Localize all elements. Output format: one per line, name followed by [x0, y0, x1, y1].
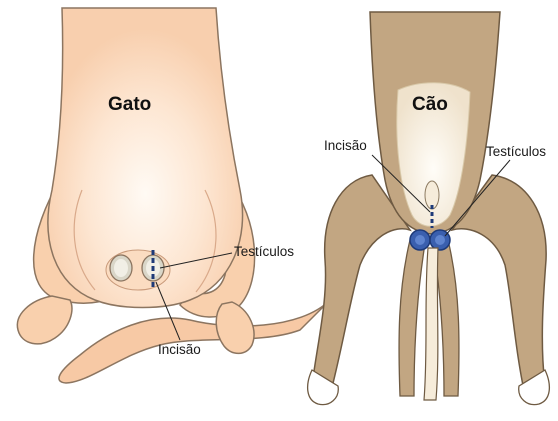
cat-incision-label: Incisão — [158, 342, 201, 357]
dog-figure — [308, 12, 550, 405]
cat-testicles-label: Testículos — [234, 244, 294, 259]
cat-left-foot — [17, 296, 71, 344]
dog-tail — [424, 248, 438, 400]
cat-title: Gato — [108, 94, 151, 116]
cat-right-foot — [216, 302, 254, 353]
dog-title: Cão — [412, 94, 448, 116]
dog-testicles-label: Testículos — [486, 144, 546, 159]
dog-incision-label: Incisão — [324, 138, 367, 153]
cat-figure — [17, 8, 330, 383]
